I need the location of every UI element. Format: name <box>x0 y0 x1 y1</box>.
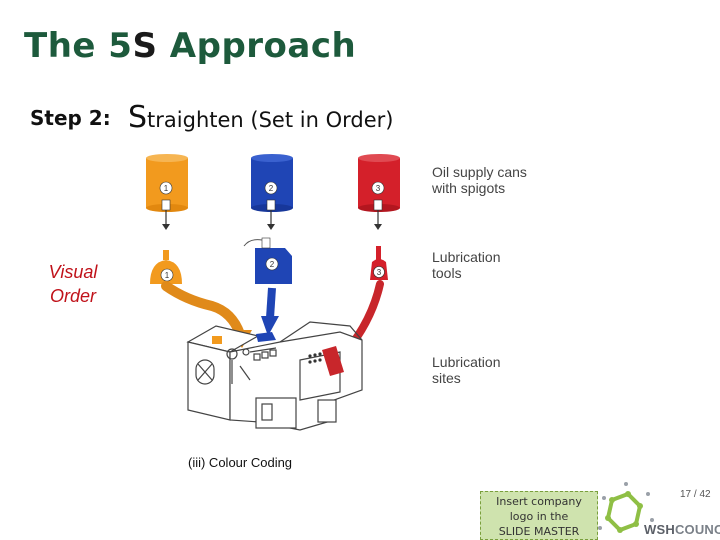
orange-oil-can: 1 <box>146 154 188 230</box>
blue-can-number: 2 <box>269 184 274 193</box>
visual-order-label: Visual Order <box>40 260 106 308</box>
label-lube-sites-line-1: Lubrication <box>432 354 501 370</box>
label-oil-supply-cans: Oil supply cans with spigots <box>432 164 542 196</box>
title-part-2: Approach <box>157 26 357 66</box>
red-oil-can: 3 <box>358 154 400 230</box>
visual-order-line-2: Order <box>49 286 96 306</box>
logo-line-2: logo in the <box>509 510 569 523</box>
wsh-council-wordmark: WSHCOUNCIL <box>644 522 720 537</box>
blue-flow-arrow <box>266 287 276 319</box>
wsh-brand-bold: WSH <box>644 522 675 537</box>
step-title: Straighten (Set in Order) <box>128 100 393 135</box>
logo-line-1: Insert company <box>496 495 582 508</box>
red-lube-site <box>322 346 344 376</box>
label-lubrication-sites: Lubrication sites <box>432 354 542 386</box>
label-lubrication-tools: Lubrication tools <box>432 249 542 281</box>
orange-tool-number: 1 <box>165 271 170 280</box>
label-oil-supply-line-1: Oil supply cans <box>432 164 527 180</box>
title-s-letter: S <box>132 26 158 66</box>
wsh-council-logo-mark <box>598 482 654 533</box>
step-label: Step 2: <box>30 106 111 130</box>
visual-order-line-1: Visual <box>48 262 98 282</box>
orange-oil-tool: 1 <box>150 250 182 284</box>
machine-panel-dots <box>308 352 322 364</box>
red-oil-tool: 3 <box>370 246 388 280</box>
orange-lube-site <box>212 336 222 344</box>
blue-oil-can: 2 <box>251 154 293 230</box>
figure-caption: (iii) Colour Coding <box>188 455 293 470</box>
step-title-rest: traighten (Set in Order) <box>147 108 394 132</box>
red-tool-number: 3 <box>377 268 382 277</box>
logo-line-3: SLIDE MASTER <box>498 525 580 538</box>
wsh-brand-rest: COUNCIL <box>674 522 720 537</box>
orange-can-number: 1 <box>164 184 169 193</box>
blue-arrow-head <box>261 316 279 336</box>
step-title-initial: S <box>128 100 148 135</box>
label-oil-supply-line-2: with spigots <box>432 180 506 196</box>
blue-oil-tool: 2 <box>243 237 292 284</box>
title-part-1: The 5 <box>24 26 133 66</box>
company-logo-placeholder: Insert company logo in the SLIDE MASTER <box>480 491 598 540</box>
blue-tool-number: 2 <box>270 260 275 269</box>
red-can-number: 3 <box>376 184 381 193</box>
label-lube-tools-line-2: tools <box>432 265 462 281</box>
orange-flow-arrow <box>161 281 245 339</box>
page-number: 17 / 42 <box>680 489 711 500</box>
label-lube-tools-line-1: Lubrication <box>432 249 501 265</box>
label-lube-sites-line-2: sites <box>432 370 461 386</box>
slide-title: The 5S Approach <box>24 26 356 66</box>
blue-lube-site <box>256 332 276 342</box>
